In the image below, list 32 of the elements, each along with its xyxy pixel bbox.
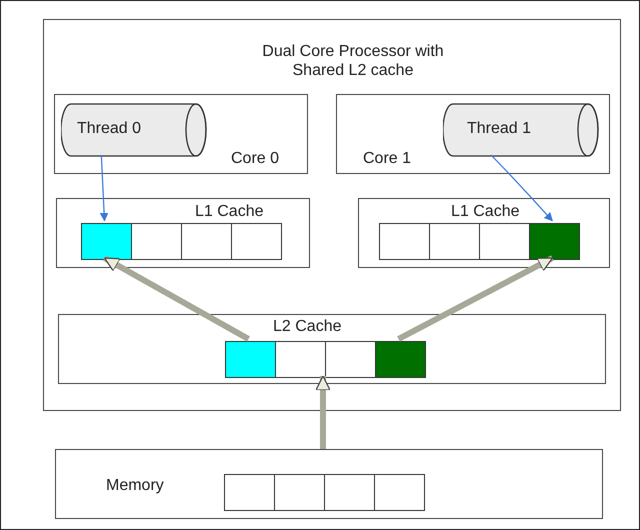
cache-box — [358, 198, 610, 268]
cache-line-cell — [375, 341, 426, 378]
node-label: L2 Cache — [273, 317, 342, 336]
node-label: Dual Core Processor with Shared L2 cache — [261, 42, 445, 80]
cache-line-cell — [529, 223, 580, 260]
cache-line-cell — [324, 474, 375, 511]
cache-line-cell — [274, 474, 325, 511]
cache-line-cell — [379, 223, 430, 260]
memory-box — [55, 449, 603, 519]
core-box — [54, 94, 308, 174]
cache-line-cell — [325, 341, 376, 378]
cache-line-cell — [275, 341, 326, 378]
cache-line-cell — [181, 223, 232, 260]
cache-line-cell — [224, 474, 275, 511]
processor-box — [43, 19, 621, 411]
cache-line-cell — [131, 223, 182, 260]
cache-line-cell — [225, 341, 276, 378]
cache-box — [56, 198, 310, 268]
cache-line-cell — [479, 223, 530, 260]
node-label: Core 1 — [363, 149, 412, 168]
cache-line-cell — [81, 223, 132, 260]
node-label: Thread 0 — [77, 119, 142, 138]
node-label: L1 Cache — [451, 202, 520, 222]
node-label: Memory — [106, 476, 164, 496]
node-label: Core 0 — [231, 149, 280, 168]
cache-box — [58, 314, 606, 384]
cache-line-cell — [429, 223, 480, 260]
node-label: Thread 1 — [467, 119, 532, 138]
cache-line-cell — [231, 223, 282, 260]
node-label: L1 Cache — [195, 202, 264, 222]
cache-line-cell — [374, 474, 425, 511]
core-box — [336, 94, 610, 174]
